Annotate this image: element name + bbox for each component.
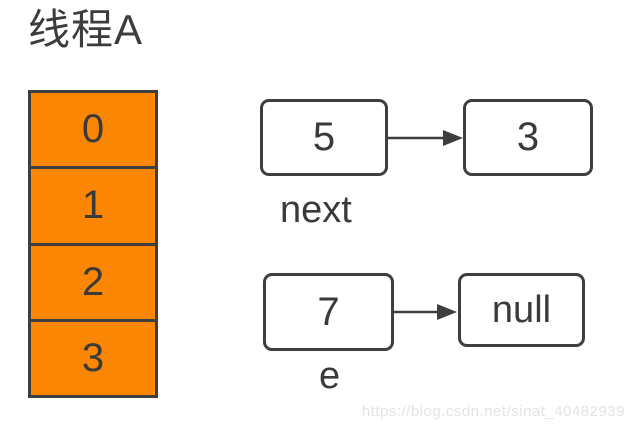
watermark-url: https://blog.csdn.net/sinat_40482939 (361, 403, 625, 420)
array-cell-0: 0 (31, 93, 155, 170)
thread-a-title: 线程A (28, 6, 144, 53)
array-cell-2: 2 (31, 246, 155, 322)
list1-pointer-label: next (280, 189, 352, 231)
arrow-right-icon (394, 304, 457, 320)
array-cell-1: 1 (31, 169, 155, 246)
array-column: 0 1 2 3 (28, 90, 158, 398)
list1-node-value: 5 (260, 99, 388, 176)
list2-node-value: 7 (263, 273, 394, 351)
list2-pointer-label: e (319, 355, 341, 397)
list2-node-next-value: null (458, 273, 585, 347)
arrow-right-icon (388, 130, 463, 146)
list1-node-next-value: 3 (463, 99, 593, 176)
array-cell-3: 3 (81, 335, 105, 380)
